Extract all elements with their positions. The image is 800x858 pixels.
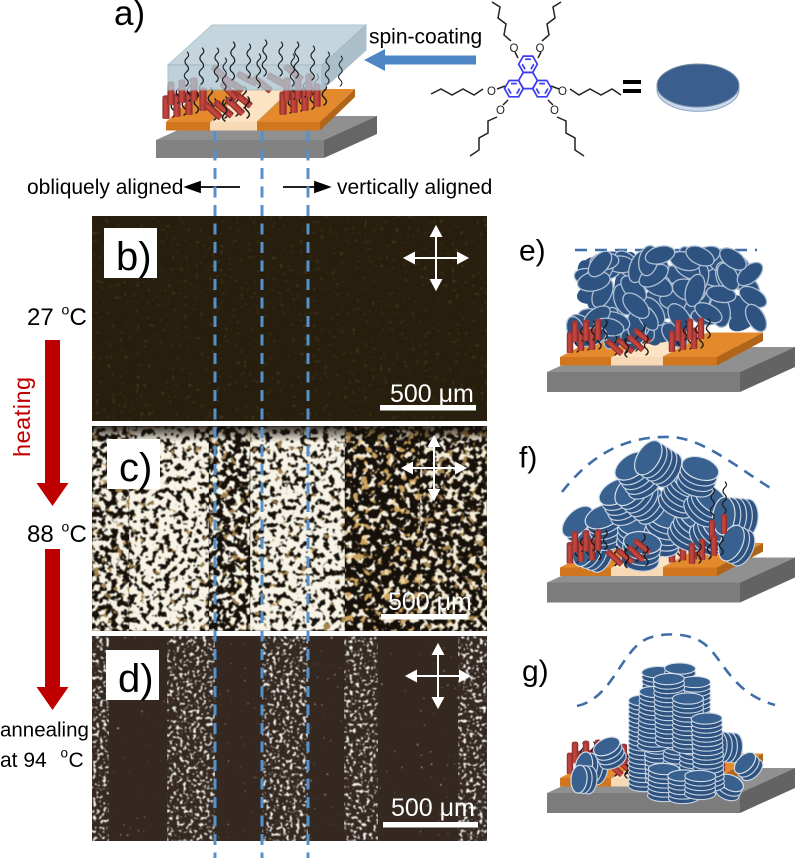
svg-text:O: O [550, 105, 559, 117]
svg-text:o: o [62, 302, 70, 318]
svg-text:O: O [536, 43, 545, 55]
svg-text:88: 88 [27, 521, 54, 548]
svg-text:g): g) [522, 655, 549, 688]
svg-text:d): d) [118, 657, 154, 701]
svg-text:annealing: annealing [0, 719, 89, 742]
svg-text:C: C [70, 521, 87, 548]
svg-text:500 μm: 500 μm [391, 794, 475, 822]
svg-text:at 94: at 94 [0, 749, 47, 772]
svg-text:c): c) [119, 446, 152, 490]
svg-text:obliquely aligned: obliquely aligned [27, 176, 183, 199]
svg-text:heating: heating [9, 376, 35, 457]
svg-text:f): f) [519, 442, 537, 475]
svg-text:500 μm: 500 μm [388, 588, 472, 616]
svg-text:27: 27 [27, 304, 54, 331]
svg-text:o: o [62, 519, 70, 535]
svg-text:O: O [510, 43, 519, 55]
svg-text:O: O [558, 86, 567, 98]
svg-text:vertically aligned: vertically aligned [337, 176, 492, 199]
svg-text:spin-coating: spin-coating [369, 26, 482, 49]
svg-text:C: C [69, 749, 84, 772]
svg-text:C: C [70, 304, 87, 331]
svg-text:a): a) [114, 0, 145, 33]
svg-text:o: o [61, 746, 69, 761]
svg-text:O: O [496, 105, 505, 117]
svg-text:500 μm: 500 μm [390, 380, 474, 408]
svg-text:e): e) [519, 235, 546, 268]
svg-text:b): b) [116, 235, 152, 279]
svg-text:O: O [487, 86, 496, 98]
